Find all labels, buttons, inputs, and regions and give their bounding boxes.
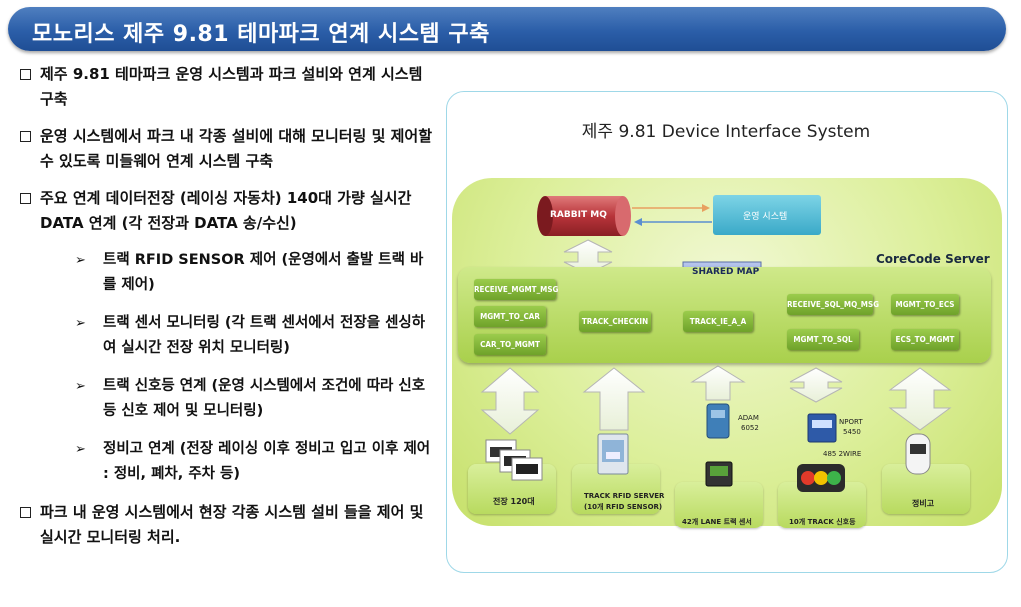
arrow-to-ops-head [702, 204, 710, 212]
arrow-bullet-icon: ➢ [75, 442, 86, 457]
checkbox-bullet-icon [20, 69, 31, 80]
garage-label: 정비고 [912, 499, 935, 508]
bullet-list: 제주 9.81 테마파크 운영 시스템과 파크 설비와 연계 시스템 구축 운영… [20, 62, 435, 562]
nport-label-line2: 5450 [843, 428, 861, 436]
garage-arrow [888, 367, 952, 431]
server-label: CoreCode Server [876, 252, 990, 266]
lane-arrow [690, 365, 746, 401]
node-receive-mgmt-msg: RECEIVE_MGMT_MSG [474, 279, 558, 300]
checkbox-bullet-icon [20, 131, 31, 142]
ops-system-node [713, 195, 821, 235]
node-track-ie-a-a: TRACK_IE_A_A [683, 311, 753, 332]
rabbitmq-node [537, 196, 631, 236]
device-lane-box [675, 482, 763, 528]
wire-label: 485 2WIRE [823, 450, 862, 458]
checkbox-bullet-icon [20, 507, 31, 518]
nport-label-line1: NPORT [839, 418, 863, 426]
arrow-bullet-icon: ➢ [75, 253, 86, 268]
rabbitmq-label: RABBIT MQ [550, 210, 607, 220]
sub-list-item: ➢트랙 센서 모니터링 (각 트랙 센서에서 전장을 센싱하여 실시간 전장 위… [20, 311, 435, 361]
node-mgmt-to-car: MGMT_TO_CAR [474, 306, 546, 327]
adam-label-line2: 6052 [741, 424, 759, 432]
cars-arrow [480, 367, 540, 435]
node-receive-sql-mq-msg: RECEIVE_SQL_MQ_MSG [787, 294, 879, 315]
sub-list-item: ➢정비고 연계 (전장 레이싱 이후 정비고 입고 이후 제어 : 정비, 폐차… [20, 437, 435, 487]
node-mgmt-to-ecs: MGMT_TO_ECS [891, 294, 959, 315]
page-title: 모노리스 제주 9.81 테마파크 연계 시스템 구축 [32, 22, 490, 47]
rfid-label-line1: TRACK RFID SERVER [584, 492, 665, 500]
adam-label-line1: ADAM [738, 414, 759, 422]
shared-map-label: SHARED MAP [692, 267, 760, 277]
signal-label: 10개 TRACK 신호등 [789, 518, 856, 526]
list-item: 파크 내 운영 시스템에서 현장 각종 시스템 설비 들을 제어 및 실시간 모… [20, 500, 435, 550]
list-item: 운영 시스템에서 파크 내 각종 설비에 대해 모니터링 및 제어할 수 있도록… [20, 124, 435, 174]
signal-arrow [789, 367, 843, 403]
checkbox-bullet-icon [20, 193, 31, 204]
node-ecs-to-mgmt: ECS_TO_MGMT [891, 329, 959, 350]
cars-label: 전장 120대 [493, 497, 535, 506]
list-item: 주요 연계 데이터전장 (레이싱 자동차) 140대 가량 실시간 DATA 연… [20, 186, 435, 236]
rfid-arrow [582, 367, 646, 431]
sub-list-item: ➢트랙 RFID SENSOR 제어 (운영에서 출발 트랙 바를 제어) [20, 248, 435, 298]
rfid-label-line2: (10개 RFID SENSOR) [584, 503, 663, 511]
node-mgmt-to-sql: MGMT_TO_SQL [787, 329, 859, 350]
diagram-title: 제주 9.81 Device Interface System [581, 122, 871, 142]
arrow-bullet-icon: ➢ [75, 316, 86, 331]
node-car-to-mgmt: CAR_TO_MGMT [474, 334, 546, 355]
sub-list-item: ➢트랙 신호등 연계 (운영 시스템에서 조건에 따라 신호등 신호 제어 및 … [20, 374, 435, 424]
title-banner: 모노리스 제주 9.81 테마파크 연계 시스템 구축 [8, 7, 1006, 51]
arrow-bullet-icon: ➢ [75, 379, 86, 394]
node-track-checkin: TRACK_CHECKIN [579, 311, 651, 332]
arrow-from-ops-head [634, 218, 642, 226]
ops-system-label: 운영 시스템 [743, 212, 788, 222]
list-item: 제주 9.81 테마파크 운영 시스템과 파크 설비와 연계 시스템 구축 [20, 62, 435, 112]
lane-sensor-label: 42개 LANE 트랙 센서 [682, 518, 752, 526]
